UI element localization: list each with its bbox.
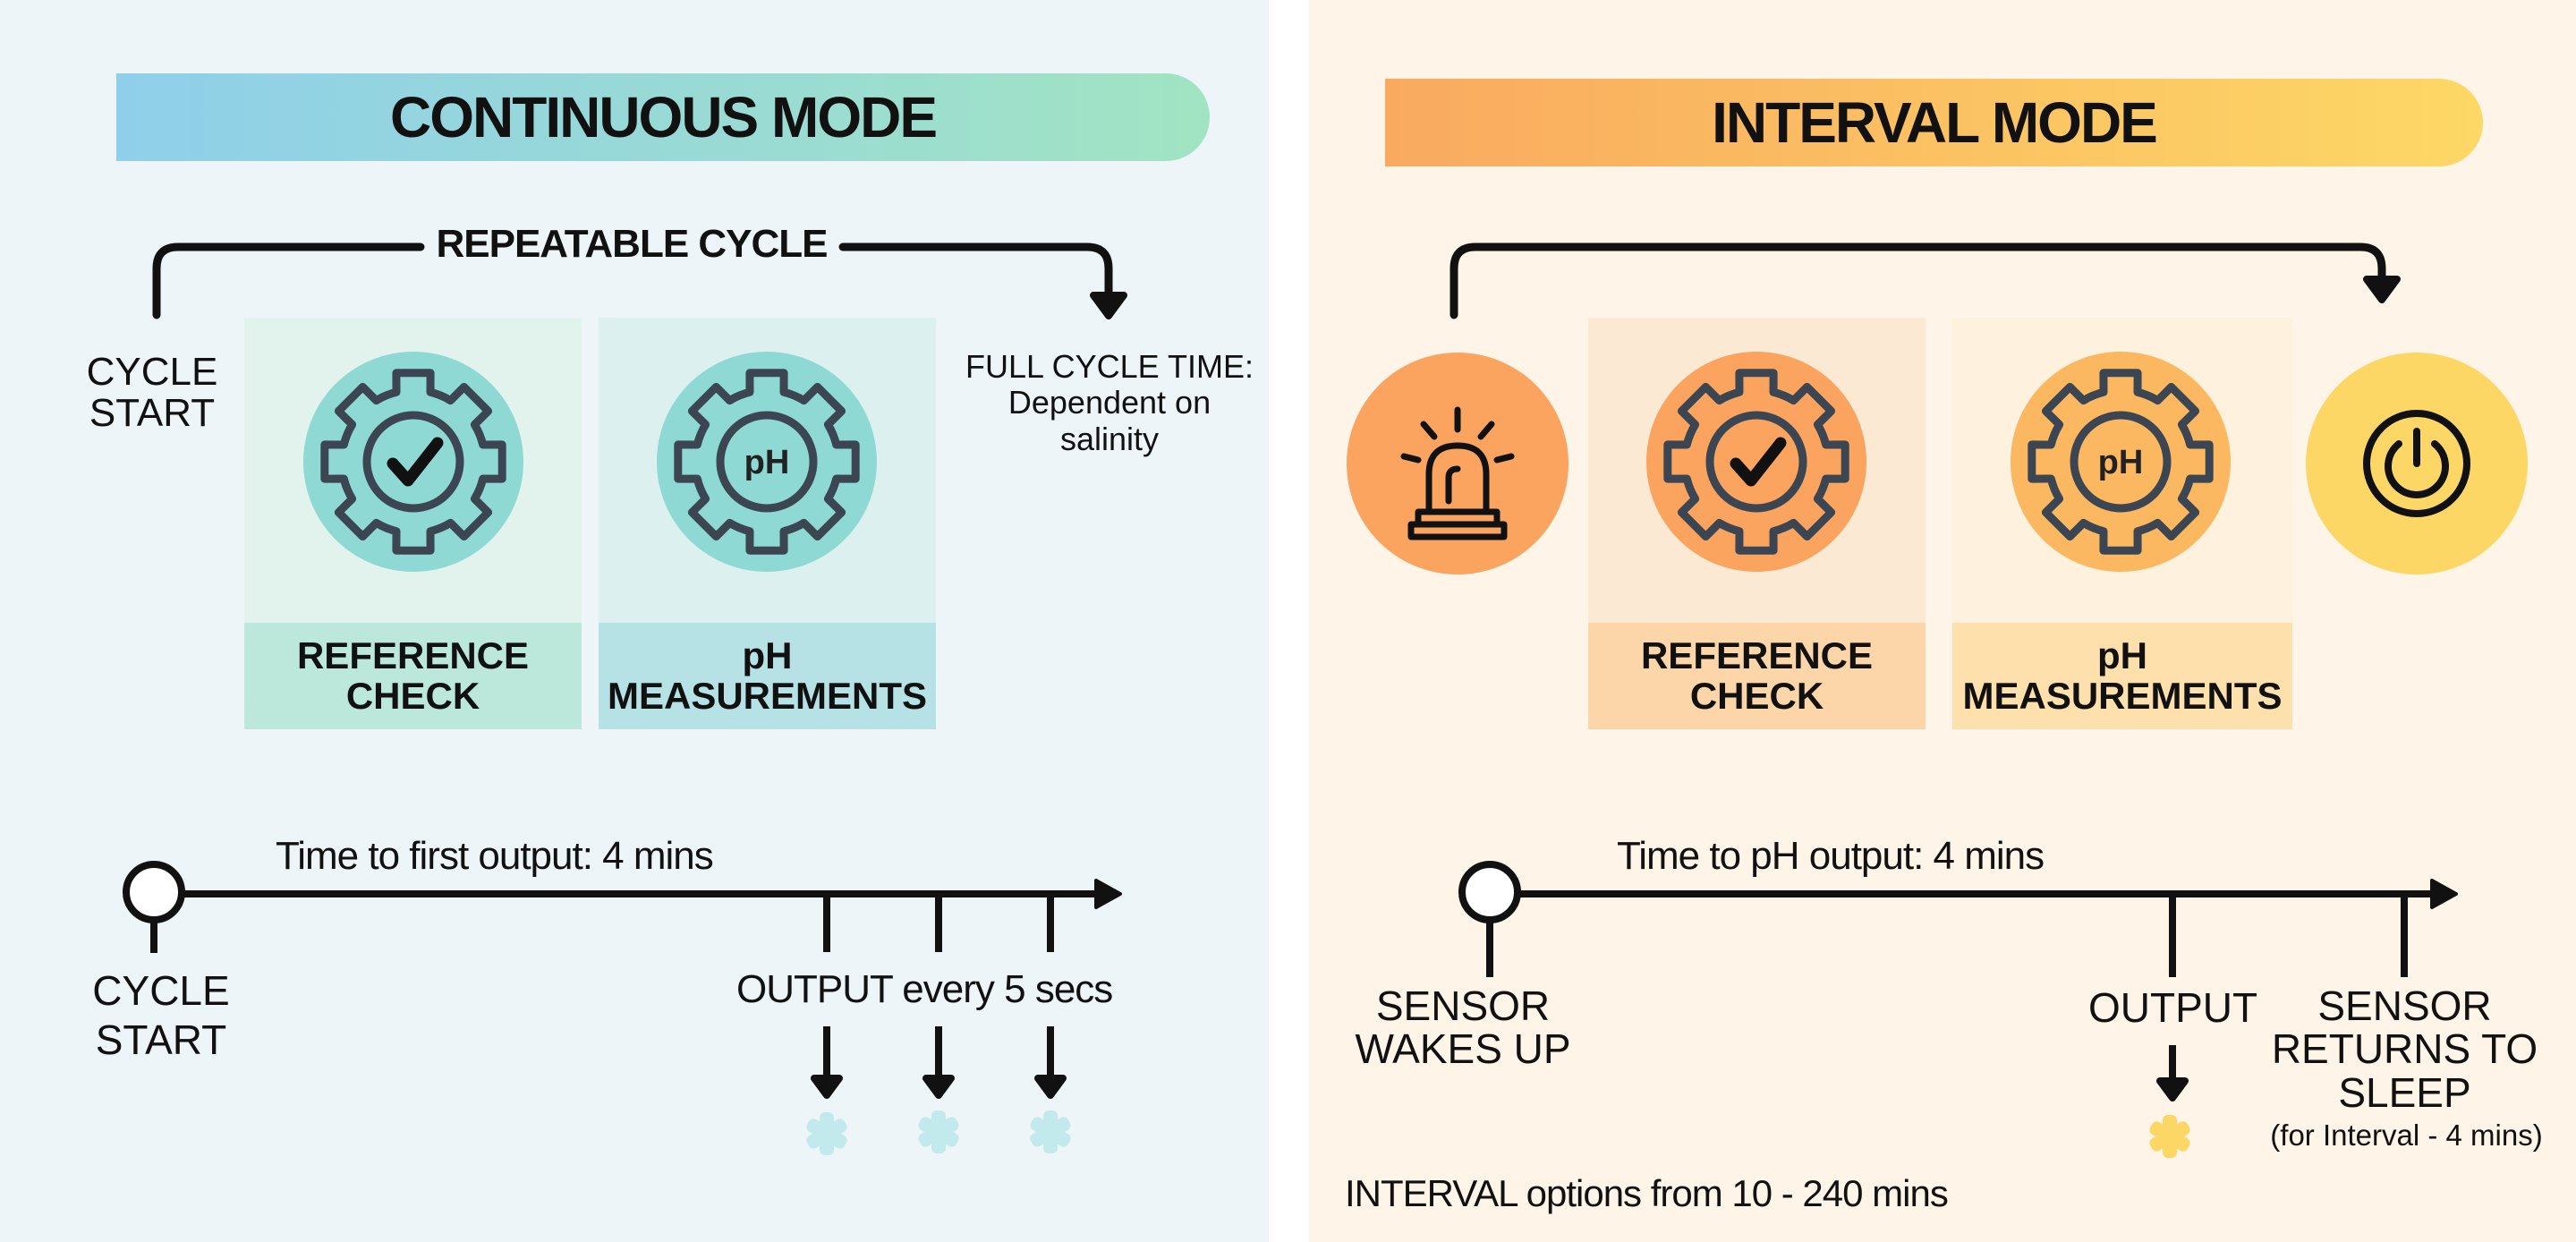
gear-outline-path [674, 369, 860, 555]
output-burst-icon [918, 1110, 959, 1153]
cycle-start-label: CYCLE START [81, 350, 224, 436]
gear-outline [320, 369, 506, 555]
gear-outline [674, 369, 860, 555]
output-burst-icon [2149, 1115, 2190, 1158]
sensor-wakes-up-line-1: SENSOR [1375, 983, 1551, 1029]
time-to-first-output-label: Time to first output: 4 mins [276, 834, 714, 878]
ph-measurements-line-2: MEASUREMENTS [607, 674, 928, 717]
full-cycle-time-line-2: Dependent on [1007, 384, 1211, 421]
gear-outline-path [320, 369, 506, 555]
interval-mode-panel [1309, 0, 2576, 1242]
interval-reference-check-line-1: REFERENCE [1640, 634, 1874, 677]
continuous-mode-title: CONTINUOUS MODE [116, 73, 1210, 161]
gear-outline [1663, 369, 1849, 555]
sensor-returns-to-sleep-label: SENSOR RETURNS TO SLEEP [2255, 984, 2555, 1114]
interval-mode-title: INTERVAL MODE [1385, 79, 2483, 166]
output-every-label: OUTPUT every 5 secs [736, 967, 1113, 1011]
sensor-returns-to-sleep-line-1: SENSOR [2317, 983, 2492, 1029]
ph-icon-text: pH [744, 444, 790, 481]
gear-outline-path [2028, 369, 2214, 555]
timeline-cycle-start-line-2: START [95, 1017, 227, 1064]
gear-outline [2028, 369, 2214, 555]
burst-arm [1030, 1117, 1071, 1147]
sleep-note: (for Interval - 4 mins) [2270, 1119, 2543, 1152]
interval-reference-check-line-2: CHECK [1689, 674, 1824, 717]
interval-ph-measurements-line-2: MEASUREMENTS [1962, 674, 2283, 717]
time-to-ph-output-label: Time to pH output: 4 mins [1617, 834, 2045, 878]
cycle-start-line-2: START [89, 391, 216, 436]
interval-gear-check-icon [1646, 352, 1866, 572]
sensor-returns-to-sleep-line-2: RETURNS TO [2271, 1025, 2538, 1073]
output-burst-icon [806, 1112, 847, 1155]
sensor-wakes-up-label: SENSOR WAKES UP [1342, 984, 1584, 1071]
reference-check-line-1: REFERENCE [296, 634, 530, 677]
siren-icon [1347, 353, 1569, 574]
gear-ph-icon: pH [657, 352, 877, 572]
sensor-wakes-up-line-2: WAKES UP [1355, 1025, 1571, 1073]
burst-arm [806, 1119, 847, 1149]
ph-measurements-line-1: pH [742, 634, 793, 677]
timeline-cycle-start-line-1: CYCLE [92, 967, 230, 1014]
interval-options-label: INTERVAL options from 10 - 240 mins [1345, 1172, 1949, 1214]
interval-ph-measurements-line-1: pH [2097, 634, 2147, 677]
burst-arm [2149, 1121, 2190, 1152]
output-burst-icon [1030, 1110, 1071, 1153]
timeline-cycle-start-label: CYCLE START [81, 966, 242, 1065]
panel-divider [1269, 0, 1309, 1242]
burst-arm [918, 1117, 959, 1147]
interval-ph-icon-text: pH [2098, 444, 2144, 481]
gear-check-icon [303, 352, 523, 572]
interval-gear-ph-icon: pH [2011, 352, 2231, 572]
repeatable-cycle-label: REPEATABLE CYCLE [436, 222, 828, 266]
full-cycle-time-label: FULL CYCLE TIME: Dependent on salinity [957, 348, 1262, 457]
power-icon [2306, 353, 2528, 574]
gear-outline-path [1663, 369, 1849, 555]
full-cycle-time-line-1: FULL CYCLE TIME: [965, 348, 1254, 385]
sensor-returns-to-sleep-line-3: SLEEP [2338, 1068, 2471, 1116]
full-cycle-time-line-3: salinity [1059, 420, 1160, 457]
cycle-start-line-1: CYCLE [86, 350, 218, 394]
reference-check-line-2: CHECK [345, 674, 480, 717]
output-label: OUTPUT [2088, 984, 2258, 1031]
